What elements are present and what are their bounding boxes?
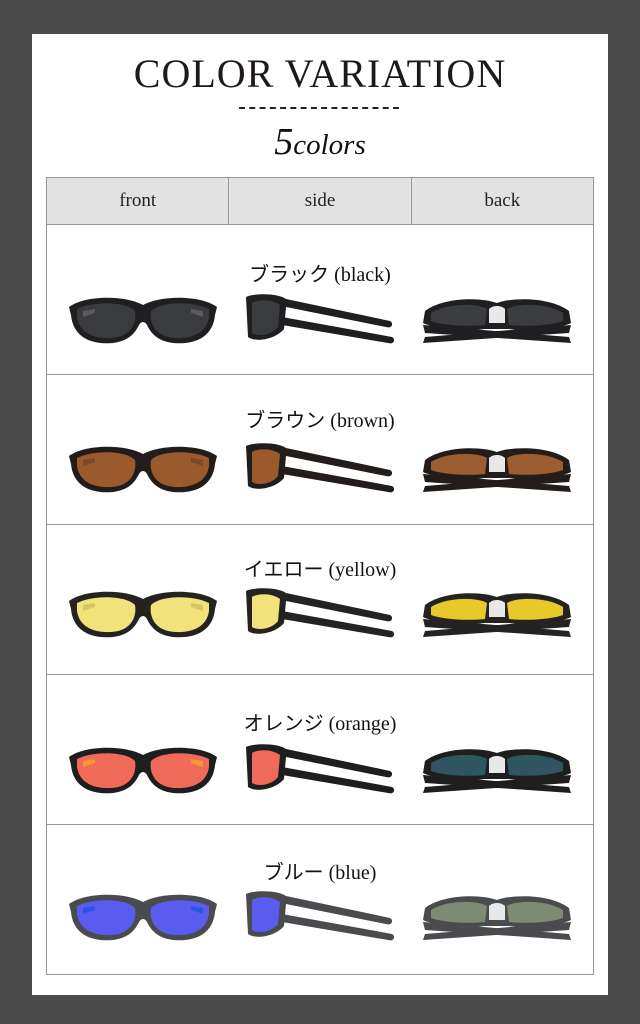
column-header-side: side xyxy=(228,178,410,224)
dashed-divider xyxy=(239,107,399,109)
sunglasses-side-image[interactable] xyxy=(242,890,398,946)
sunglasses-back-image[interactable] xyxy=(419,890,575,946)
table-row-1: ブラウン (brown) xyxy=(47,375,593,525)
color-label: ブラウン (brown) xyxy=(245,410,395,432)
table-row-4: ブルー (blue) xyxy=(47,825,593,974)
table-row-3: オレンジ (orange) xyxy=(47,675,593,825)
sunglasses-front-image[interactable] xyxy=(65,743,221,799)
color-label: ブルー (blue) xyxy=(263,862,377,884)
sunglasses-back-image[interactable] xyxy=(419,743,575,799)
column-header-front: front xyxy=(119,190,157,211)
sunglasses-back-image[interactable] xyxy=(419,442,575,498)
sunglasses-front-image[interactable] xyxy=(65,890,221,946)
table-header: front side back xyxy=(47,178,593,225)
sunglasses-side-image[interactable] xyxy=(242,743,398,799)
sunglasses-front-image[interactable] xyxy=(65,587,221,643)
color-variation-table: front side back ブラック (black) xyxy=(46,177,594,975)
sunglasses-side-image[interactable] xyxy=(242,293,398,349)
sunglasses-front-image[interactable] xyxy=(65,293,221,349)
sunglasses-back-image[interactable] xyxy=(419,293,575,349)
color-count-number: 5 xyxy=(274,121,294,163)
color-count: 5colors xyxy=(0,120,640,164)
product-images xyxy=(47,587,593,643)
sunglasses-front-image[interactable] xyxy=(65,442,221,498)
column-header-back: back xyxy=(410,178,593,224)
sunglasses-side-image[interactable] xyxy=(242,442,398,498)
product-images xyxy=(47,743,593,799)
product-images xyxy=(47,442,593,498)
table-row-0: ブラック (black) xyxy=(47,225,593,375)
table-row-2: イエロー (yellow) xyxy=(47,525,593,675)
product-images xyxy=(47,890,593,946)
page-title: COLOR VARIATION xyxy=(133,51,507,96)
sunglasses-side-image[interactable] xyxy=(242,587,398,643)
color-label: ブラック (black) xyxy=(249,264,391,286)
sunglasses-back-image[interactable] xyxy=(419,587,575,643)
color-label: オレンジ (orange) xyxy=(243,713,397,735)
color-label: イエロー (yellow) xyxy=(243,559,397,581)
color-count-text: colors xyxy=(293,129,366,161)
product-images xyxy=(47,293,593,349)
